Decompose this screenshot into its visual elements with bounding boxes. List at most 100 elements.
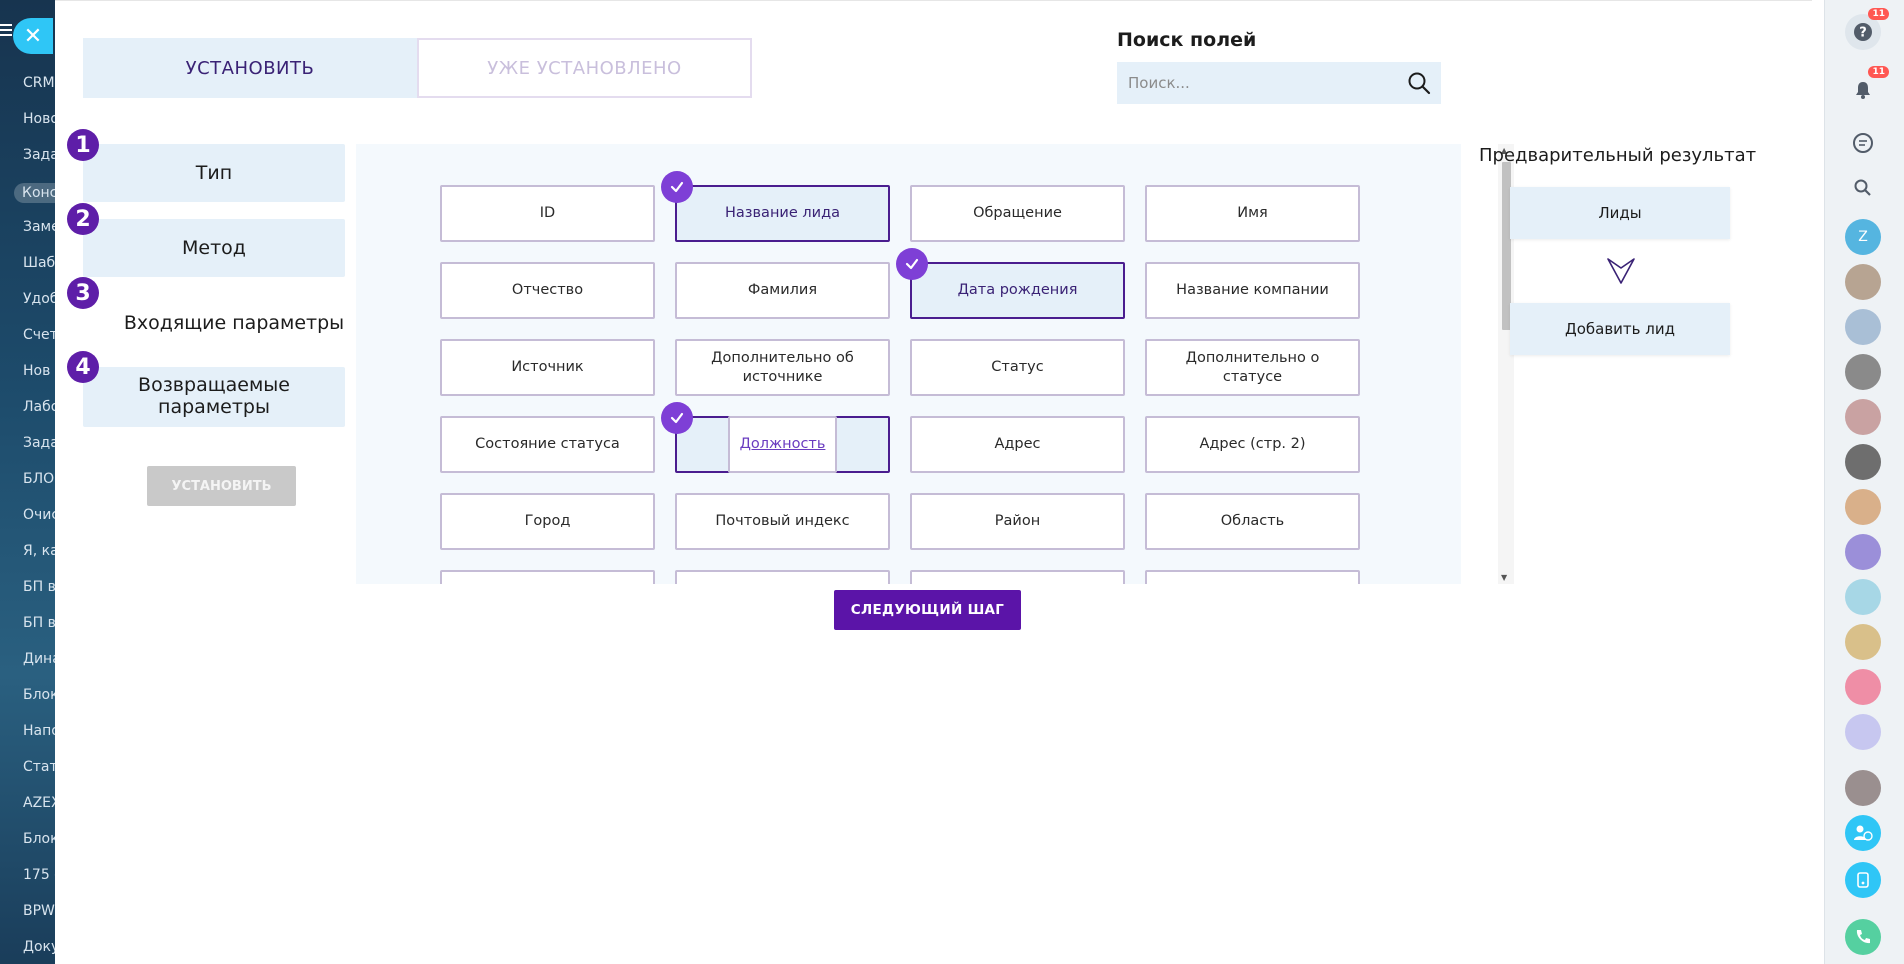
field-option[interactable] [440, 570, 655, 584]
field-option-label: Название лида [725, 205, 840, 222]
field-option[interactable]: Имя [1145, 185, 1360, 242]
step-number-4: 4 [67, 351, 99, 383]
field-option[interactable]: Обращение [910, 185, 1125, 242]
field-option[interactable]: Дополнительно о статусе [1145, 339, 1360, 396]
user-avatar[interactable]: Z [1845, 219, 1881, 255]
help-button[interactable]: ? 11 [1845, 8, 1889, 50]
field-option[interactable]: Адрес (стр. 2) [1145, 416, 1360, 473]
step-label: Возвращаемые параметры [138, 374, 290, 418]
field-option[interactable] [1145, 570, 1360, 584]
device-icon [1857, 872, 1869, 888]
search-icon[interactable] [1407, 71, 1431, 95]
fields-scrollbar[interactable]: ▲ ▼ [1498, 144, 1514, 584]
checkmark-icon [661, 402, 693, 434]
field-option-label: Дополнительно об источнике [711, 350, 854, 385]
field-option[interactable]: Фамилия [675, 262, 890, 319]
field-option-label: Дополнительно о статусе [1185, 350, 1320, 385]
call-button[interactable] [1845, 919, 1881, 955]
field-option-label: ID [539, 205, 556, 222]
field-option-label: Дата рождения [957, 282, 1078, 299]
background-sidebar-item: BPW [23, 903, 55, 919]
field-option-label: Область [1220, 513, 1285, 530]
search-field[interactable] [1117, 62, 1441, 104]
notifications-badge: 11 [1868, 66, 1889, 78]
background-sidebar-item: Зада [23, 147, 55, 163]
background-sidebar-item: Заме [23, 219, 55, 235]
telephony-button[interactable] [1845, 862, 1881, 898]
background-sidebar-item: Лабо [23, 399, 55, 415]
scroll-thumb[interactable] [1502, 162, 1511, 330]
add-user-button[interactable] [1845, 815, 1881, 851]
contact-avatar[interactable] [1845, 399, 1881, 435]
slider-panel: УСТАНОВИТЬ УЖЕ УСТАНОВЛЕНО Поиск полей Т… [55, 0, 1879, 964]
checkmark-icon [896, 248, 928, 280]
contact-avatar[interactable] [1845, 579, 1881, 615]
step-label: Тип [195, 162, 233, 184]
help-icon: ? [1854, 23, 1872, 41]
field-option[interactable]: Название компании [1145, 262, 1360, 319]
contact-avatar[interactable] [1845, 489, 1881, 525]
field-option[interactable] [675, 570, 890, 584]
field-option-label: Район [994, 513, 1041, 530]
contact-avatar[interactable] [1845, 309, 1881, 345]
field-option[interactable]: Состояние статуса [440, 416, 655, 473]
chats-button[interactable] [1845, 125, 1881, 161]
close-slider-button[interactable]: ✕ [13, 18, 53, 54]
background-sidebar-item: Я, ка [23, 543, 55, 559]
field-option-label: Имя [1237, 205, 1268, 222]
background-sidebar-item: Зада [23, 435, 55, 451]
search-input[interactable] [1128, 74, 1398, 92]
field-option[interactable]: Дополнительно об источнике [675, 339, 890, 396]
step-type[interactable]: Тип [83, 144, 345, 202]
field-option[interactable]: Адрес [910, 416, 1125, 473]
step-label: Метод [182, 237, 246, 259]
step-method[interactable]: Метод [83, 219, 345, 277]
field-option[interactable]: Отчество [440, 262, 655, 319]
field-option[interactable]: Источник [440, 339, 655, 396]
contact-avatar[interactable] [1845, 444, 1881, 480]
field-option[interactable]: Район [910, 493, 1125, 550]
field-option[interactable]: Область [1145, 493, 1360, 550]
field-option[interactable]: Город [440, 493, 655, 550]
tab-installed[interactable]: УЖЕ УСТАНОВЛЕНО [417, 38, 752, 98]
field-option[interactable]: ID [440, 185, 655, 242]
background-sidebar-item: Шаб [23, 255, 55, 271]
field-option-label: Адрес (стр. 2) [1199, 436, 1306, 453]
field-option[interactable]: Должность [661, 402, 890, 473]
menu-icon[interactable] [0, 24, 14, 38]
background-sidebar-item: Ново [23, 111, 55, 127]
contact-avatar[interactable] [1845, 264, 1881, 300]
user-clock-icon [1854, 825, 1873, 841]
install-button[interactable]: УСТАНОВИТЬ [147, 466, 296, 506]
field-option[interactable] [910, 570, 1125, 584]
close-icon: ✕ [23, 23, 43, 49]
contact-avatar[interactable] [1845, 714, 1881, 750]
field-option-label: Название компании [1176, 282, 1329, 299]
next-step-button[interactable]: СЛЕДУЮЩИЙ ШАГ [834, 590, 1021, 630]
search-rail-button[interactable] [1845, 170, 1881, 206]
field-option[interactable]: Статус [910, 339, 1125, 396]
field-option-label: Статус [991, 359, 1044, 376]
contact-avatar[interactable] [1845, 770, 1881, 806]
preview-entity: Лиды [1510, 187, 1730, 239]
field-option[interactable]: Почтовый индекс [675, 493, 890, 550]
step-input-params[interactable]: Входящие параметры [83, 293, 345, 353]
field-option-label: Обращение [973, 205, 1062, 222]
search-icon [1854, 179, 1871, 196]
contact-avatar[interactable] [1845, 624, 1881, 660]
field-option-label: Фамилия [747, 282, 818, 299]
background-sidebar-item: Напо [23, 723, 55, 739]
field-option[interactable]: Название лида [661, 171, 890, 242]
background-sidebar-item: Конс [14, 183, 55, 203]
tab-install[interactable]: УСТАНОВИТЬ [83, 38, 417, 98]
contact-avatar[interactable] [1845, 669, 1881, 705]
bell-icon [1856, 82, 1870, 99]
field-option-label: Отчество [511, 282, 584, 299]
field-option[interactable]: Дата рождения [896, 248, 1125, 319]
contact-avatar[interactable] [1845, 354, 1881, 390]
help-badge: 11 [1868, 8, 1889, 20]
step-return-params[interactable]: Возвращаемые параметры [83, 367, 345, 427]
contact-avatar[interactable] [1845, 534, 1881, 570]
notifications-button[interactable]: 11 [1845, 66, 1889, 108]
background-sidebar-item: БЛО [23, 471, 55, 487]
